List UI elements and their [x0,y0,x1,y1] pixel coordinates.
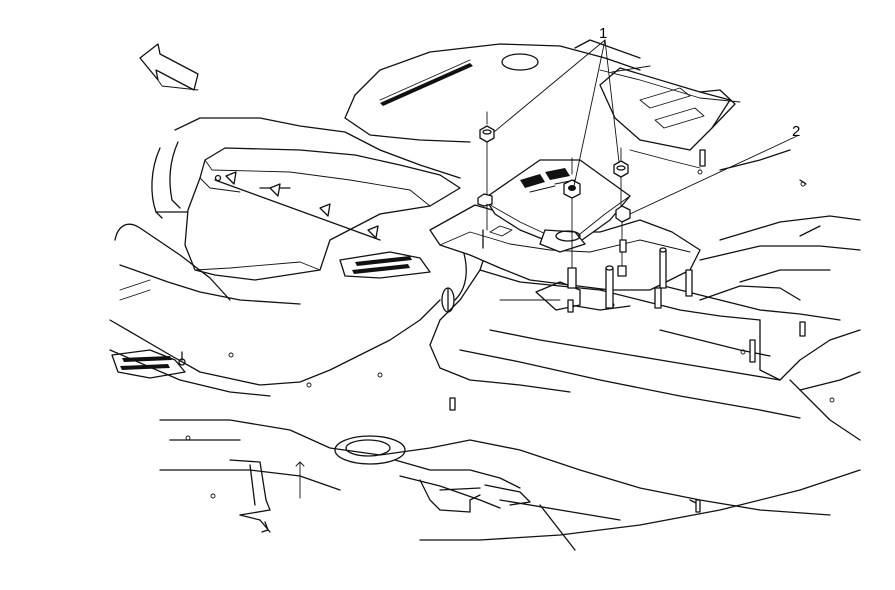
mounting-nuts [477,111,806,363]
nut-center [563,157,581,289]
callout-leaders [493,39,798,215]
nut-right [613,147,631,277]
floor-pan-outline [109,39,861,551]
floor-studs [567,149,806,363]
direction-arrow-icon [139,43,199,91]
callout-2-label: 2 [792,123,800,140]
nut-left [477,111,495,249]
callout-1-label: 1 [599,25,607,42]
control-module [484,159,631,253]
